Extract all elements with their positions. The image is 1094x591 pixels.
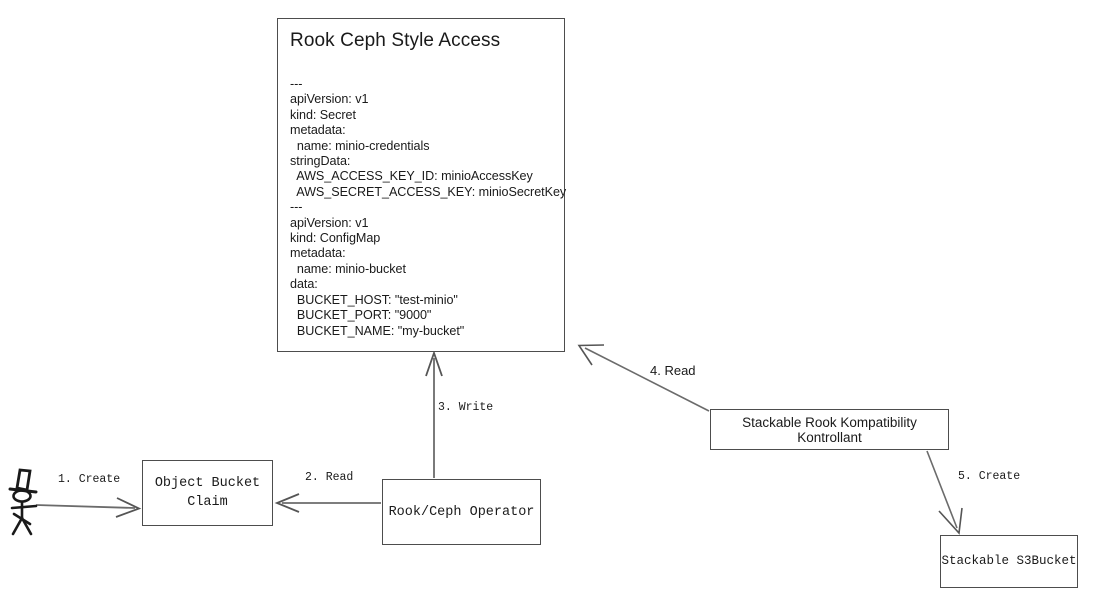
node-object-bucket-claim[interactable]: Object Bucket Claim [142,460,273,526]
arrow-create-obc [35,497,142,518]
node-stackable-rook-kompatibility-kontrollant[interactable]: Stackable Rook Kompatibility Kontrollant [710,409,949,450]
node-stackable-s3bucket[interactable]: Stackable S3Bucket [940,535,1078,588]
rook-ceph-style-access-card: Rook Ceph Style Access --- apiVersion: v… [277,18,567,352]
arrow-create-s3bucket [926,450,963,535]
edge-label-create-obc: 1. Create [58,473,121,486]
arrow-write-yaml [425,350,443,478]
edge-label-read-yaml: 4. Read [650,363,696,378]
yaml-manifest-text: --- apiVersion: v1 kind: Secret metadata… [290,77,567,338]
card-title: Rook Ceph Style Access [290,30,501,51]
node-rook-ceph-operator[interactable]: Rook/Ceph Operator [382,479,541,545]
arrow-read-yaml [577,344,710,412]
edge-label-write-yaml: 3. Write [438,401,494,414]
user-actor-icon [8,468,38,536]
edge-label-read-obc: 2. Read [305,471,354,484]
arrow-read-obc [274,493,381,513]
edge-label-create-s3bucket: 5. Create [958,470,1021,483]
